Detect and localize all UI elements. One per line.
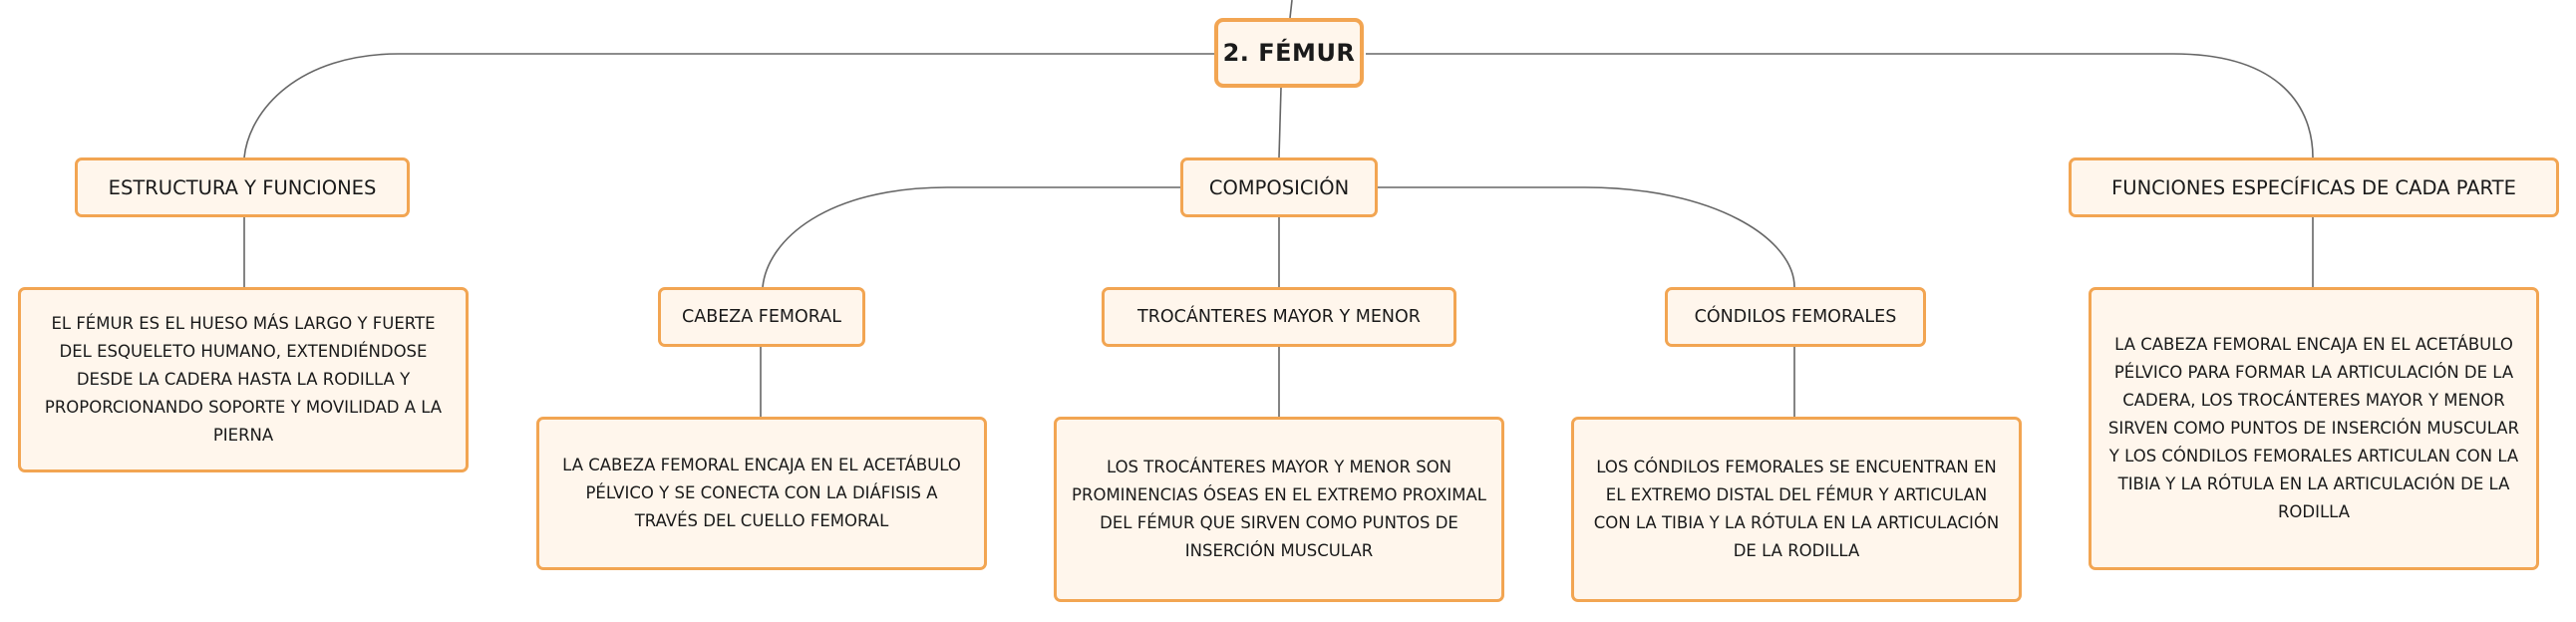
description-text: LA CABEZA FEMORAL ENCAJA EN EL ACETÁBULO… bbox=[2107, 335, 2520, 521]
description-text: LOS CÓNDILOS FEMORALES SE ENCUENTRAN EN … bbox=[1593, 458, 2000, 560]
subtopic-label: TROCÁNTERES MAYOR Y MENOR bbox=[1137, 307, 1421, 327]
topic-composicion[interactable]: COMPOSICIÓN bbox=[1180, 157, 1378, 217]
subtopic-condilos-femorales[interactable]: CÓNDILOS FEMORALES bbox=[1665, 287, 1926, 347]
description-text: LOS TROCÁNTERES MAYOR Y MENOR SON PROMIN… bbox=[1072, 458, 1486, 560]
root-label: 2. FÉMUR bbox=[1222, 39, 1356, 67]
root-node-femur[interactable]: 2. FÉMUR bbox=[1214, 18, 1364, 88]
description-funciones: LA CABEZA FEMORAL ENCAJA EN EL ACETÁBULO… bbox=[2089, 287, 2539, 570]
description-condilos: LOS CÓNDILOS FEMORALES SE ENCUENTRAN EN … bbox=[1571, 417, 2022, 602]
topic-label: COMPOSICIÓN bbox=[1208, 175, 1350, 199]
connector-root-funciones bbox=[1366, 53, 2314, 158]
topic-label: ESTRUCTURA Y FUNCIONES bbox=[108, 175, 377, 199]
topic-funciones-especificas[interactable]: FUNCIONES ESPECÍFICAS DE CADA PARTE bbox=[2069, 157, 2559, 217]
connector-root-composicion bbox=[1278, 87, 1282, 158]
connector-parent-stub bbox=[1289, 0, 1293, 19]
topic-label: FUNCIONES ESPECÍFICAS DE CADA PARTE bbox=[2111, 175, 2516, 199]
topic-estructura-y-funciones[interactable]: ESTRUCTURA Y FUNCIONES bbox=[75, 157, 410, 217]
description-estructura: EL FÉMUR ES EL HUESO MÁS LARGO Y FUERTE … bbox=[18, 287, 469, 472]
connector-root-estructura bbox=[243, 53, 1214, 158]
description-trocanteres: LOS TROCÁNTERES MAYOR Y MENOR SON PROMIN… bbox=[1054, 417, 1504, 602]
subtopic-cabeza-femoral[interactable]: CABEZA FEMORAL bbox=[658, 287, 865, 347]
connector-composicion-condilos bbox=[1378, 186, 1795, 288]
description-text: LA CABEZA FEMORAL ENCAJA EN EL ACETÁBULO… bbox=[562, 456, 961, 530]
subtopic-label: CABEZA FEMORAL bbox=[682, 307, 841, 327]
subtopic-trocanteres[interactable]: TROCÁNTERES MAYOR Y MENOR bbox=[1102, 287, 1456, 347]
connector-composicion-cabeza bbox=[762, 186, 1180, 288]
subtopic-label: CÓNDILOS FEMORALES bbox=[1694, 307, 1897, 327]
description-text: EL FÉMUR ES EL HUESO MÁS LARGO Y FUERTE … bbox=[44, 314, 443, 445]
description-cabeza-femoral: LA CABEZA FEMORAL ENCAJA EN EL ACETÁBULO… bbox=[536, 417, 987, 570]
